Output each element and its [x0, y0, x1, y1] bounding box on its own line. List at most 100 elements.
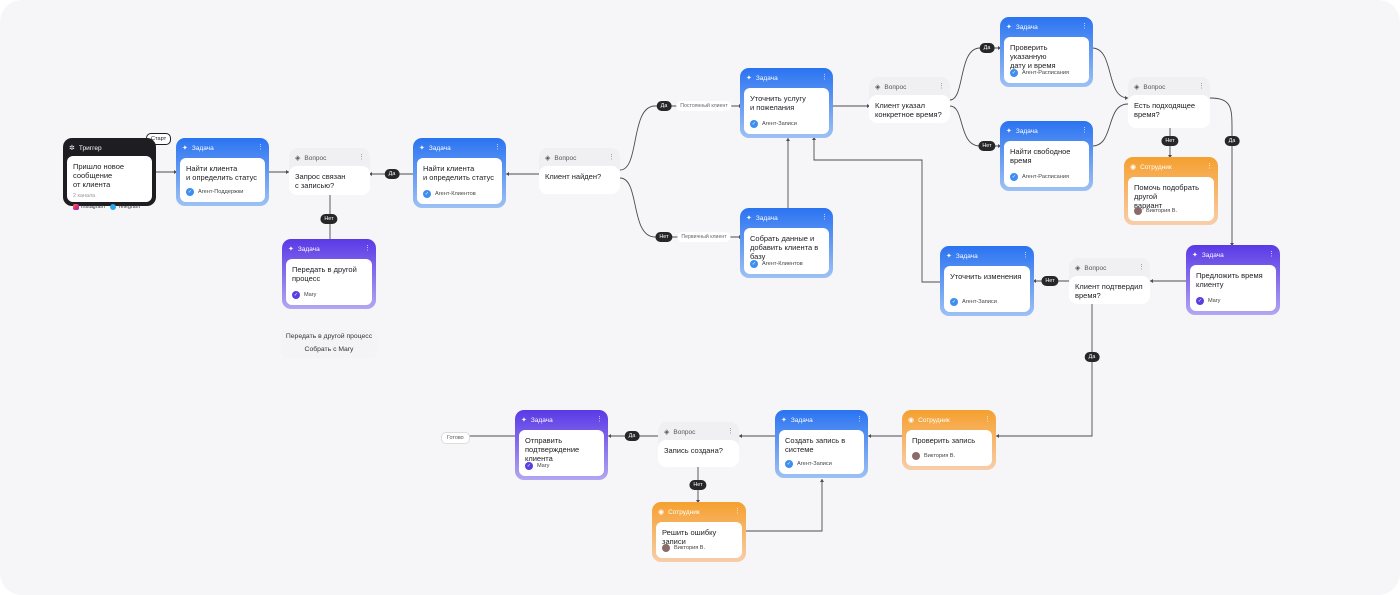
more-menu-icon[interactable]: ⋮: [257, 144, 264, 151]
edge-n9-n4: [813, 137, 941, 283]
node-title: Запись создана?: [664, 446, 723, 455]
edge-pill-yes: Да: [1084, 352, 1100, 362]
node-title: Пришло новое сообщение от клиента: [73, 162, 125, 189]
more-menu-icon[interactable]: ⋮: [1081, 127, 1088, 134]
node-type-label: Задача: [790, 416, 813, 424]
assignee-name: Агент-Расписания: [1022, 174, 1070, 180]
node-title: Предложить время клиенту: [1196, 271, 1263, 289]
task-node-n1[interactable]: ✦Задача⋮Найти клиента и определить стату…: [176, 138, 269, 206]
assignee-name: Агент-Клиентов: [435, 191, 476, 197]
trigger-node[interactable]: ✲Триггер Пришло новое сообщение от клиен…: [63, 138, 156, 210]
assignee-name: Mary: [1208, 298, 1221, 304]
action-transfer-process[interactable]: Передать в другой процесс: [285, 333, 373, 340]
more-menu-icon[interactable]: ⋮: [1198, 83, 1205, 90]
more-menu-icon[interactable]: ⋮: [734, 508, 741, 515]
edge-pill-yes: Да: [384, 169, 400, 179]
more-menu-icon[interactable]: ⋮: [1268, 251, 1275, 258]
sparkle-icon: ✦: [1006, 23, 1012, 31]
node-title: Создать запись в системе: [785, 436, 846, 454]
question-node-q6[interactable]: ◈Вопрос ⋮ Запись создана?: [658, 422, 739, 467]
avatar: [912, 452, 920, 460]
action-build-with-mary[interactable]: Собрать с Mary: [304, 346, 354, 353]
agent-check-icon: ✓: [423, 190, 431, 198]
question-icon: ◈: [1075, 264, 1081, 272]
question-node-q5[interactable]: ◈Вопрос⋮Клиент подтвердил время?: [1069, 258, 1150, 304]
question-node-q1[interactable]: ◈Вопрос⋮Запрос связан с записью?: [289, 148, 370, 195]
node-type-label: Вопрос: [1143, 83, 1166, 91]
sparkle-icon: ✦: [781, 416, 787, 424]
question-node-q4[interactable]: ◈Вопрос⋮Есть подходящее время?: [1128, 77, 1210, 128]
assignee: ✓Mary: [292, 291, 316, 299]
question-node-q2[interactable]: ◈Вопрос⋮Клиент найден?: [539, 148, 620, 194]
task-node-n8[interactable]: ✦Задача⋮Предложить время клиенту✓Mary: [1186, 245, 1280, 315]
node-title: Клиент найден?: [545, 172, 602, 181]
task-node-n5[interactable]: ✦Задача⋮Собрать данные и добавить клиент…: [740, 208, 833, 278]
agent-check-icon: ✓: [950, 298, 958, 306]
employee-icon: ◉: [1130, 163, 1137, 171]
node-type-label: Вопрос: [1084, 264, 1107, 272]
question-icon: ◈: [664, 428, 670, 436]
more-menu-icon[interactable]: ⋮: [608, 154, 615, 161]
node-title: Собрать данные и добавить клиента в базу: [750, 234, 819, 261]
employee-node-e1[interactable]: ◉Сотрудник⋮Помочь подобрать другой вариа…: [1124, 157, 1218, 225]
task-node-n10[interactable]: ✦Задача ⋮ Создать запись в системе ✓Агент-З…: [775, 410, 868, 478]
assignee-name: Агент-Клиентов: [762, 261, 803, 267]
question-node-q3[interactable]: ◈Вопрос⋮Клиент указал конкретное время?: [869, 77, 950, 123]
node-title: Передать в другой процесс: [292, 265, 357, 283]
assignee-name: Агент-Поддержки: [198, 189, 244, 195]
node-title: Уточнить услугу и пожелания: [750, 94, 806, 112]
more-menu-icon[interactable]: ⋮: [1022, 252, 1029, 259]
assignee-name: Агент-Записи: [762, 121, 797, 127]
more-menu-icon[interactable]: ⋮: [1138, 264, 1145, 271]
assignee: Виктория В.: [912, 452, 955, 460]
question-icon: ◈: [1134, 83, 1140, 91]
task-node-n2[interactable]: ✦Задача⋮Передать в другой процесс✓Mary: [282, 239, 376, 309]
more-menu-icon[interactable]: ⋮: [821, 214, 828, 221]
agent-check-icon: ✓: [292, 291, 300, 299]
node-title: Помочь подобрать другой вариант: [1134, 183, 1200, 210]
more-menu-icon[interactable]: ⋮: [358, 154, 365, 161]
node-type-label: Сотрудник: [918, 416, 950, 424]
more-menu-icon[interactable]: ⋮: [938, 83, 945, 90]
agent-check-icon: ✓: [785, 460, 793, 468]
agent-check-icon: ✓: [525, 462, 533, 470]
more-menu-icon[interactable]: ⋮: [856, 416, 863, 423]
employee-icon: ◉: [908, 416, 915, 424]
more-menu-icon[interactable]: ⋮: [364, 245, 371, 252]
assignee: Виктория В.: [662, 544, 705, 552]
node-type-label: Задача: [755, 74, 778, 82]
task-node-n3[interactable]: ✦Задача⋮Найти клиента и определить стату…: [413, 138, 506, 208]
avatar: [1134, 207, 1142, 215]
assignee-name: Агент-Расписания: [1022, 70, 1070, 76]
more-menu-icon[interactable]: ⋮: [1081, 23, 1088, 30]
more-menu-icon[interactable]: ⋮: [1206, 163, 1213, 170]
task-node-n11[interactable]: ✦Задача⋮Отправить подтверждение клиента✓…: [515, 410, 608, 480]
more-menu-icon[interactable]: ⋮: [596, 416, 603, 423]
sparkle-icon: ✦: [1192, 251, 1198, 259]
task-node-n7[interactable]: ✦Задача⋮Найти свободное время✓Агент-Расп…: [1000, 121, 1093, 191]
node-type-label: Вопрос: [673, 428, 696, 436]
sparkle-icon: ✦: [1006, 127, 1012, 135]
more-menu-icon[interactable]: ⋮: [727, 428, 734, 435]
agent-check-icon: ✓: [750, 120, 758, 128]
node-type-label: Задача: [530, 416, 553, 424]
avatar: [662, 544, 670, 552]
task-node-n4[interactable]: ✦Задача⋮Уточнить услугу и пожелания✓Аген…: [740, 68, 833, 138]
node-title: Проверить указанную дату и время: [1010, 43, 1056, 70]
channel-instagram: Instagram: [73, 204, 105, 210]
agent-check-icon: ✓: [186, 188, 194, 196]
more-menu-icon[interactable]: ⋮: [821, 74, 828, 81]
task-node-n9[interactable]: ✦Задача⋮Уточнить изменения✓Агент-Записи: [940, 246, 1034, 316]
task-node-n6[interactable]: ✦Задача⋮Проверить указанную дату и время…: [1000, 17, 1093, 87]
agent-check-icon: ✓: [1010, 173, 1018, 181]
assignee: ✓Агент-Записи: [785, 460, 832, 468]
more-menu-icon[interactable]: ⋮: [984, 416, 991, 423]
node-title: Запрос связан с записью?: [295, 172, 346, 190]
edge-q4-n8: [1209, 97, 1233, 246]
more-menu-icon[interactable]: ⋮: [494, 144, 501, 151]
edge-pill-yes: Да: [624, 431, 640, 441]
